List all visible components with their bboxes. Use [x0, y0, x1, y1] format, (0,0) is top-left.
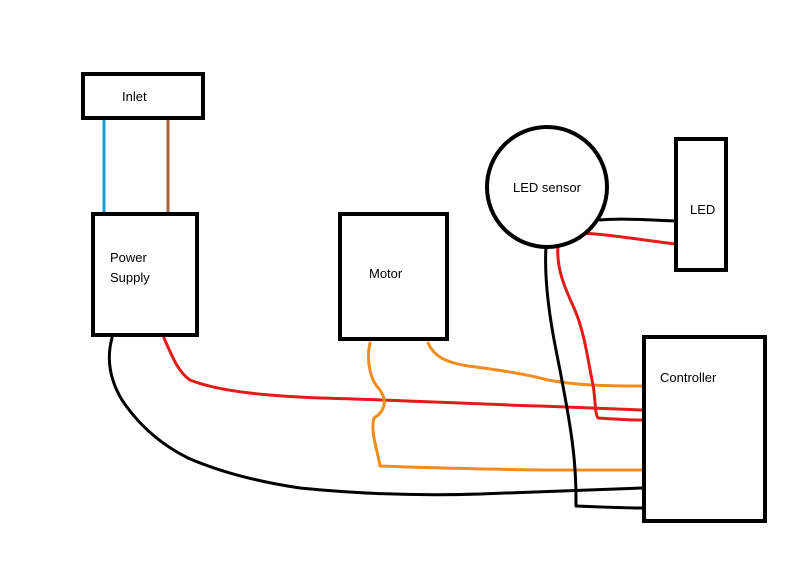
power-supply-block: Power Supply [91, 212, 199, 337]
controller-label: Controller [660, 370, 717, 385]
inlet-box [81, 72, 205, 120]
wire-red-sensor-led [576, 231, 678, 246]
wires [102, 116, 678, 510]
led-block: LED [674, 137, 728, 272]
wire-black-psu-controller [107, 336, 644, 497]
wire-orange-motor-controller-bottom [366, 341, 644, 472]
wire-black-sensor-controller [544, 244, 644, 510]
motor-label: Motor [369, 266, 403, 281]
led-sensor-block: LED sensor [485, 125, 609, 249]
led-label: LED [690, 202, 715, 217]
power-supply-label-line2: Supply [110, 270, 150, 285]
motor-box [338, 212, 449, 341]
wire-orange-motor-controller-top [426, 341, 644, 388]
controller-block: Controller [642, 335, 767, 523]
led-box [674, 137, 728, 272]
led-sensor-label: LED sensor [513, 180, 582, 195]
inlet-label: Inlet [122, 89, 147, 104]
wire-black-sensor-led [598, 217, 678, 223]
inlet-block: Inlet [81, 72, 205, 120]
motor-block: Motor [338, 212, 449, 341]
wire-red-psu-controller [162, 336, 644, 412]
power-supply-box [91, 212, 199, 337]
controller-box [642, 335, 767, 523]
power-supply-label-line1: Power [110, 250, 148, 265]
led-sensor-circle [485, 125, 609, 249]
wire-red-sensor-controller [556, 243, 644, 422]
